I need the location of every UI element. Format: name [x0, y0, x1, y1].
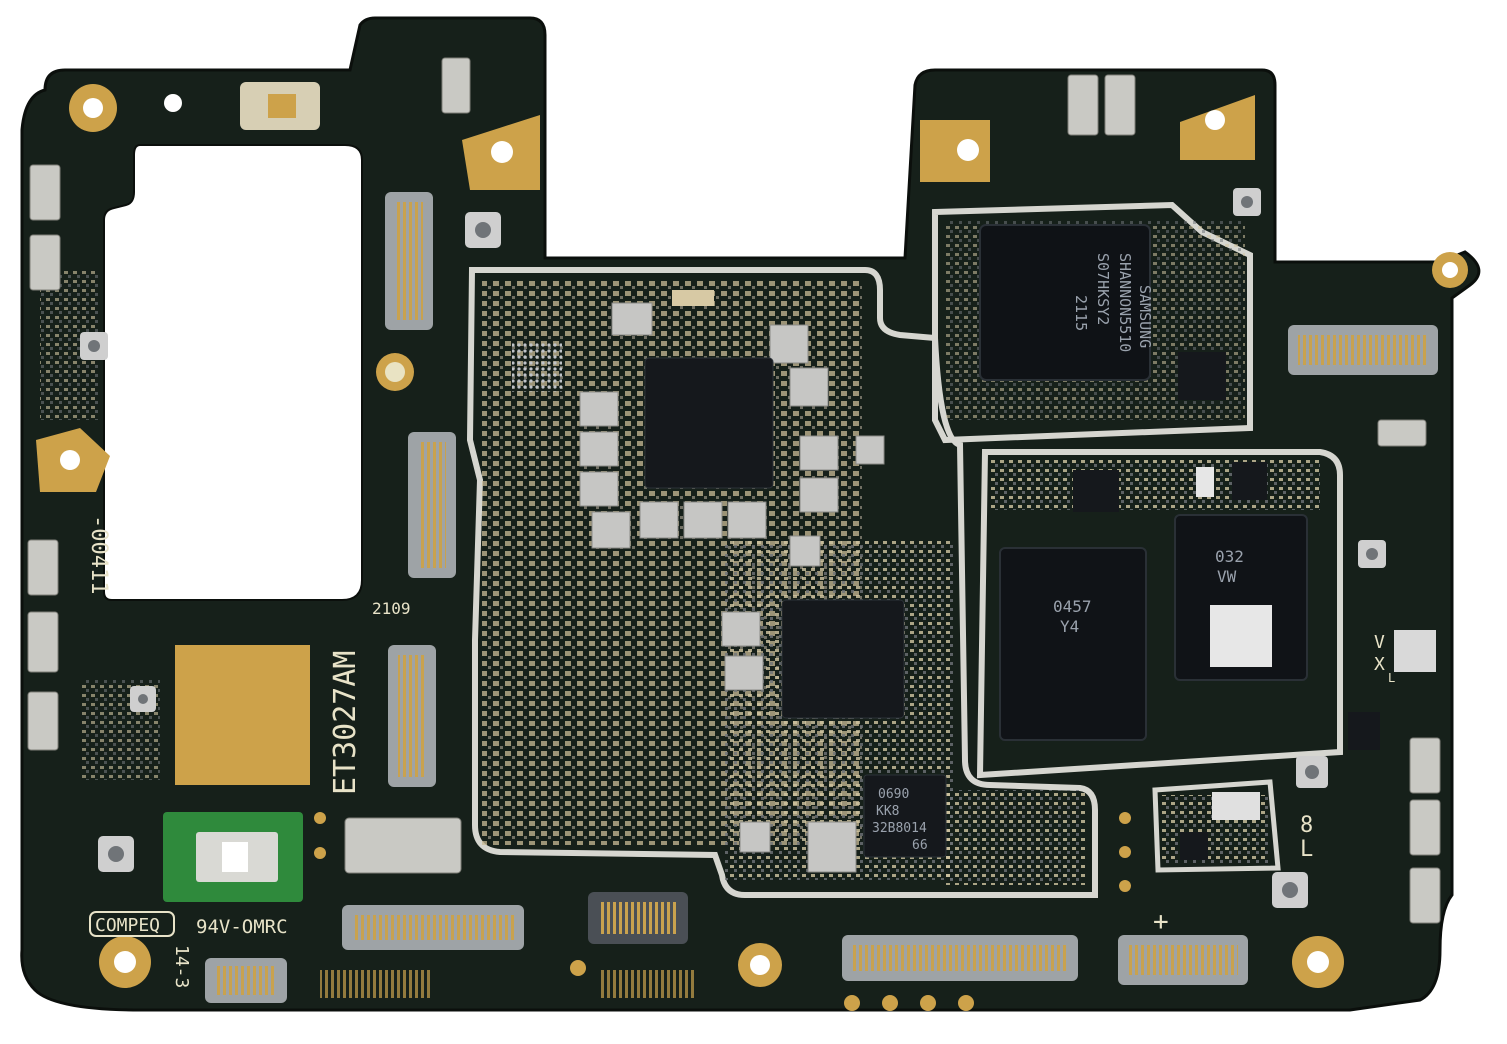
btb-connectors-horizontal	[205, 325, 1438, 1003]
soc-chip-line1: 0457	[1053, 597, 1092, 616]
soc-chip	[999, 547, 1147, 741]
svg-text:SAMSUNG: SAMSUNG	[1136, 285, 1154, 348]
btb-connectors-vertical	[385, 192, 456, 787]
mark-vx-v: V	[1374, 632, 1385, 653]
small-white-part	[1196, 467, 1214, 497]
pmic-chip-line3: 32B8014	[872, 821, 927, 836]
coax-connectors	[80, 188, 1386, 908]
rf-shield-sub	[1152, 779, 1281, 873]
flash-led-lens	[222, 842, 248, 872]
revision-label: 2109	[372, 599, 411, 618]
spring-contacts	[27, 57, 1441, 924]
small-ic-2	[1073, 470, 1119, 512]
bga-small	[512, 342, 562, 392]
passive-field-3	[945, 790, 1085, 885]
modem-chip	[979, 224, 1151, 381]
rf-shield-modem	[932, 201, 1253, 444]
modem-chip-marking: SAMSUNG SHANNON5510 S07HKSY2 2115	[1072, 253, 1154, 352]
camera-cutout	[103, 144, 363, 601]
rf-shield-main	[466, 267, 1098, 898]
mounting-holes	[36, 84, 1468, 988]
pmic-chip-line1: 0690	[878, 787, 909, 802]
mark-8l-bottom: L	[1300, 837, 1313, 862]
passive-field-4	[990, 460, 1320, 510]
memory-chip-line1: 032	[1215, 547, 1244, 566]
small-ic-4	[1348, 712, 1380, 750]
small-ic-1	[1178, 352, 1226, 400]
svg-text:2115: 2115	[1072, 295, 1090, 331]
corner-label: 14-3	[171, 945, 192, 988]
memory-chip-line2: VW	[1217, 567, 1237, 586]
maker-label: COMPEQ	[95, 915, 160, 936]
ul-mark-label: 94V-OMRC	[196, 916, 288, 938]
qr-code-2	[1394, 630, 1436, 672]
pmic-chip-line4: 66	[912, 838, 928, 853]
plus-mark: +	[1153, 907, 1169, 937]
small-ic-3	[1232, 462, 1267, 500]
mark-vx-x: X	[1374, 654, 1385, 675]
svg-text:S07HKSY2: S07HKSY2	[1094, 253, 1112, 325]
mark-vx-l: L	[1388, 671, 1395, 685]
crystal	[672, 290, 714, 306]
pmu-chip-second	[781, 599, 905, 719]
mark-8l-top: 8	[1300, 813, 1313, 838]
pmic-chip-line2: KK8	[876, 804, 899, 819]
serial-label: -00411	[86, 515, 111, 594]
soc-chip-line2: Y4	[1060, 617, 1079, 636]
rf-shield-soc	[976, 449, 1343, 779]
pmu-chip-main	[644, 357, 774, 489]
small-ic-5	[1180, 832, 1208, 860]
gold-test-pads	[175, 645, 1131, 1011]
qr-code	[1210, 605, 1272, 667]
qr-code-3	[1212, 792, 1260, 820]
board-id-label: ET3027AM	[328, 651, 363, 796]
memory-chip	[1174, 514, 1308, 681]
inductors	[579, 302, 885, 873]
pmic-chip	[863, 774, 947, 858]
svg-text:SHANNON5510: SHANNON5510	[1116, 253, 1134, 352]
